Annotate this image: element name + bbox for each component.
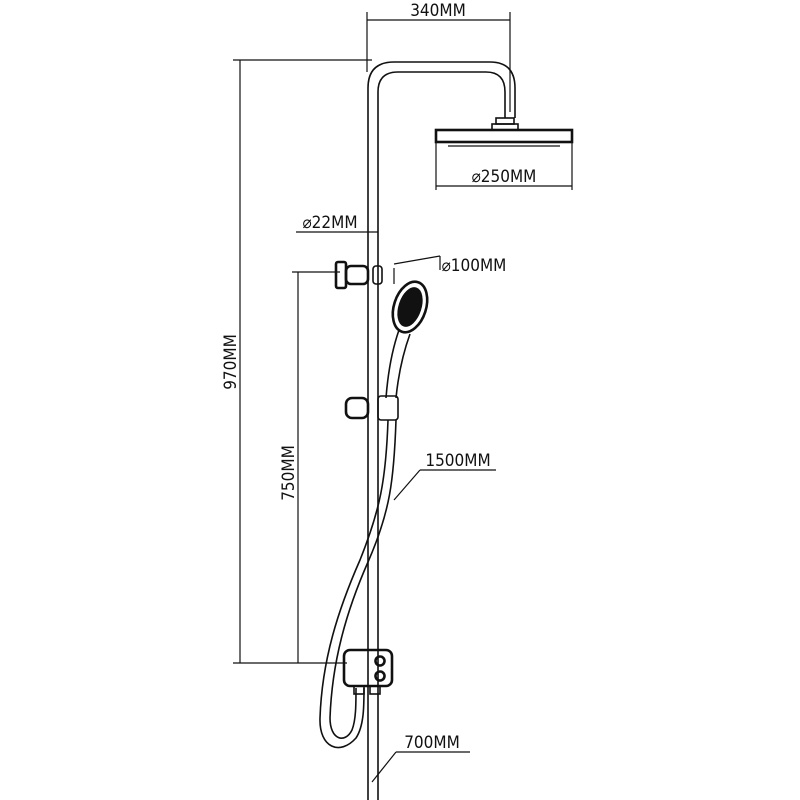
label-shower-head-diameter: ⌀250MM	[472, 167, 537, 187]
hose-length-dimension: 1500MM	[393, 451, 496, 501]
upper-wall-bracket	[334, 260, 383, 290]
pipe-diameter-dimension: ⌀22MM	[296, 213, 378, 233]
top-width-dimension: 340MM	[366, 1, 511, 112]
hand-shower	[385, 280, 429, 399]
label-pipe-diameter: ⌀22MM	[302, 213, 357, 233]
diverter-mixer	[342, 648, 394, 695]
slide-height-dimension: 750MM	[279, 271, 340, 663]
shower-hose	[319, 419, 397, 749]
total-height-dimension: 970MM	[221, 59, 372, 664]
overhead-shower-head: ⌀250MM	[434, 117, 574, 190]
lower-pipe-length-dimension: 700MM	[371, 733, 470, 783]
riser-pipe	[367, 61, 516, 800]
slide-holder	[344, 395, 399, 421]
label-slide-height: 750MM	[279, 445, 299, 501]
label-lower-pipe-length: 700MM	[404, 733, 460, 753]
hand-shower-diameter-dimension: ⌀100MM	[393, 255, 507, 284]
label-total-height: 970MM	[221, 334, 241, 390]
label-hose-length: 1500MM	[425, 451, 490, 471]
label-head-width: 340MM	[410, 1, 466, 21]
label-hand-shower-diameter: ⌀100MM	[442, 256, 507, 276]
